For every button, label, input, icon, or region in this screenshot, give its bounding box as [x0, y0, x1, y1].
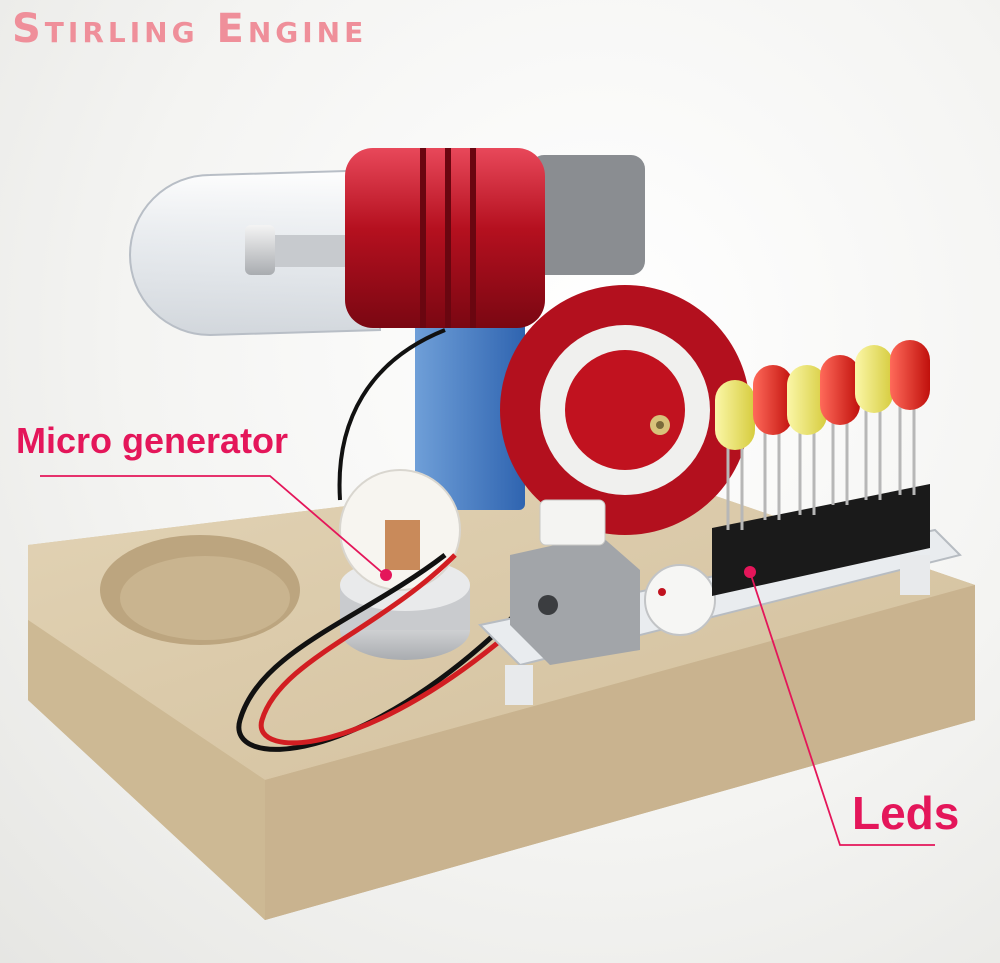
led-icon	[715, 380, 755, 530]
wire-red	[258, 553, 532, 746]
cylinder-body	[530, 155, 645, 275]
glass-chamber	[129, 168, 381, 337]
led-icon	[787, 365, 827, 515]
support-block	[415, 310, 525, 510]
flywheel	[500, 285, 750, 535]
leds-callout-label: Leds	[852, 787, 960, 839]
leds-callout-line	[749, 571, 935, 846]
terminal-block	[510, 499, 640, 665]
generator-callout-label: Micro generator	[16, 420, 289, 461]
led-row	[715, 340, 930, 530]
generator-callout-line	[40, 475, 386, 576]
leds-callout-dot	[744, 566, 756, 578]
generator-callout-dot	[380, 569, 392, 581]
led-icon	[820, 355, 860, 505]
engine-head	[345, 148, 545, 328]
led-icon	[855, 345, 893, 500]
header-socket	[712, 484, 930, 596]
buzzer	[644, 564, 716, 636]
photo-title: Stirling Engine	[12, 6, 368, 52]
led-icon	[890, 340, 930, 495]
led-icon	[753, 365, 793, 520]
wire-top	[337, 328, 446, 501]
